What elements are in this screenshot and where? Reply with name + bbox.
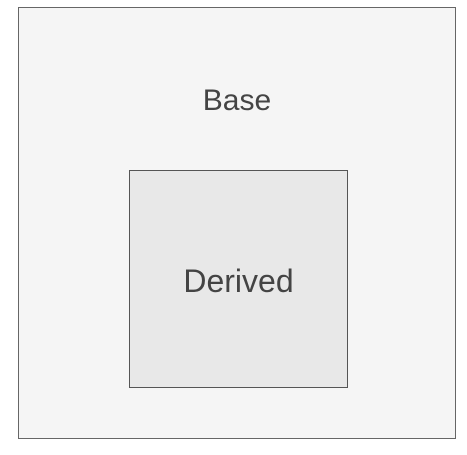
derived-label: Derived [183, 263, 294, 299]
derived-box: Derived [129, 170, 348, 388]
base-label: Base [202, 84, 272, 117]
base-box: Base Derived [18, 7, 456, 439]
